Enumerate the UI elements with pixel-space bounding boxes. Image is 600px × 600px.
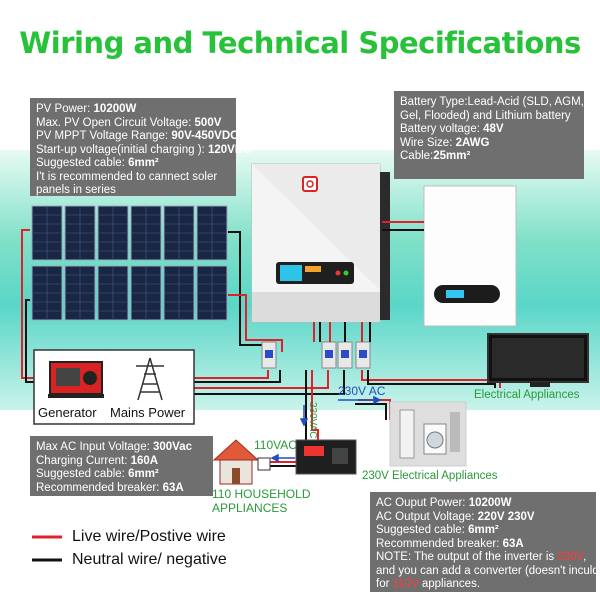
generator-icon [48,361,104,398]
pv-spec-line: panels in series [36,184,230,198]
ac-wires [190,322,501,467]
pv-spec-label: Start-up voltage(initial charging ): [36,143,208,156]
pv-spec-line: I't is recommended to cannect soler [36,171,230,185]
output-note-1-end: , [583,551,587,563]
ac-output-spec-label: AC Output Voltage: [376,510,478,523]
output-note-3-end: appliances. [418,578,481,590]
ac-input-spec-value: 63A [162,481,184,494]
ac-input-spec-line: Charging Current: 160A [36,455,207,469]
tv-icon [487,333,589,387]
mains-tower-icon [136,357,164,401]
battery-specs-box: Battery Type:Lead-Acid (SLD, AGM,Gel, Fl… [394,91,584,179]
pv-spec-value: 6mm² [128,157,159,169]
pv-spec-label: PV MPPT Voltage Range: [36,130,172,142]
pv-spec-label: panels in series [36,184,116,196]
breakers [261,341,371,369]
ac-input-spec-line: Recommended breaker: 63A [36,482,207,496]
ac-input-spec-label: Suggested cable: [36,468,129,480]
pv-spec-label: Suggested cable: [36,157,129,169]
battery-spec-label: Gel, Flooded) and Lithium battery [400,109,571,122]
house-icon [212,439,271,485]
ac-output-spec-label: AC Ouput Power: [376,497,469,509]
legend-neutral: Neutral wire/ negative [72,551,227,568]
pv-spec-value: 120VDC [207,143,252,156]
pv-spec-value: 500V [194,116,222,129]
pv-spec-label: PV Power: [36,103,94,115]
battery-spec-line: Cable:25mm² [400,150,578,164]
generator-label: Generator [38,405,97,420]
ac-output-spec-label: Recommended breaker: [376,537,503,550]
ac-output-spec-label: Suggested cable: [376,524,469,536]
appliances-230-label: 230V Electrical Appliances [362,470,498,482]
battery-spec-line: Battery voltage: 48V [400,123,578,137]
ac-230-vertical-label: 230VAC [307,402,318,439]
battery-spec-value: 25mm² [433,150,471,162]
ac-output-spec-line: AC Output Voltage: 220V 230V [376,511,590,525]
ac-input-spec-value: 160A [130,454,159,467]
battery [382,185,517,327]
battery-spec-line: Battery Type:Lead-Acid (SLD, AGM, [400,96,584,110]
pv-spec-line: Start-up voltage(initial charging ): 120… [36,143,251,158]
ac-output-spec-value: 220V 230V [477,510,535,523]
ac-output-spec-value: 63A [502,537,524,550]
output-note-3: for [376,578,393,590]
inverter [251,163,390,323]
battery-spec-label: Wire Size: [400,136,456,149]
pv-spec-line: PV Power: 10200W [36,103,230,117]
pv-spec-value: 90V-450VDC [171,130,239,142]
ac-input-spec-value: 300Vac [153,441,193,453]
ac-input-spec-label: Charging Current: [36,454,131,467]
pv-spec-line: Suggested cable: 6mm² [36,157,230,171]
ac-output-spec-line: Recommended breaker: 63A [376,538,590,552]
ac-output-spec-value: 6mm² [468,524,499,536]
household-label-line1: 110 HOUSEHOLD [212,487,311,501]
ac-output-spec-line: AC Ouput Power: 10200W [376,497,590,511]
solar-panel-array [31,205,228,321]
ac-input-spec-value: 6mm² [128,468,159,480]
battery-spec-label: Cable: [400,150,434,162]
pv-wires [21,229,283,383]
mains-power-label: Mains Power [110,405,186,420]
ac-230-label: 230V AC [338,384,386,398]
pv-spec-line: PV MPPT Voltage Range: 90V-450VDC [36,130,238,144]
ac-output-spec-value: 10200W [468,497,512,509]
electrical-appliances-label: Electrical Appliances [474,389,580,401]
ac-input-spec-line: Suggested cable: 6mm² [36,468,207,482]
output-note-230v: 230V [557,551,584,563]
ac-110-label: 110VAC [254,438,297,452]
ac-output-spec-line: Suggested cable: 6mm² [376,524,590,538]
battery-spec-label: Battery Type:Lead-Acid (SLD, AGM, [400,96,584,108]
pv-spec-label: I't is recommended to cannect soler [36,170,218,183]
legend-live: Live wire/Postive wire [72,528,226,545]
battery-spec-line: Wire Size: 2AWG [400,137,578,151]
ac-input-spec-label: Max AC Input Voltage: [36,441,153,453]
flow-arrows [270,395,382,463]
output-note-2: and you can add a converter (doesn't inc… [376,564,600,577]
battery-spec-label: Battery voltage: [400,123,484,135]
household-label-line2: APPLIANCES [212,501,288,515]
pv-spec-value: 10200W [93,103,137,115]
output-note-110v: 110V [392,578,419,590]
battery-spec-value: 48V [483,123,504,135]
page-title: Wiring and Technical Specifications [19,26,581,60]
pv-spec-label: Max. PV Open Circuit Voltage: [36,116,195,129]
battery-spec-line: Gel, Flooded) and Lithium battery [400,110,578,124]
appliances-image [389,401,467,467]
ac-input-spec-label: Recommended breaker: [36,481,163,494]
battery-spec-value: 2AWG [455,136,490,149]
pv-spec-line: Max. PV Open Circuit Voltage: 500V [36,117,230,131]
ac-input-spec-line: Max AC Input Voltage: 300Vac [36,441,207,455]
output-note-1: NOTE: The output of the inverter is [376,551,558,563]
converter-icon [295,439,357,475]
